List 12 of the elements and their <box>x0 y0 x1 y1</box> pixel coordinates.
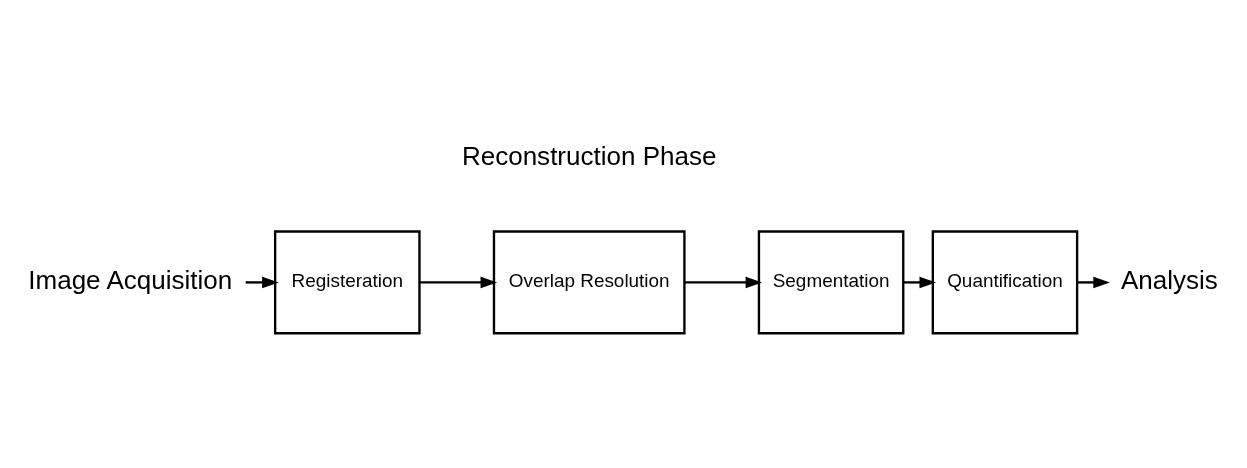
node-box: Segmentation <box>757 229 905 334</box>
arrow <box>419 276 498 288</box>
node-box: Registeration <box>273 229 421 334</box>
arrow <box>903 276 937 288</box>
node-text: Analysis <box>1120 264 1218 295</box>
arrow <box>684 276 763 288</box>
arrow <box>1077 276 1110 288</box>
node-box: Quantification <box>931 229 1079 334</box>
node-box: Overlap Resolution <box>492 229 686 334</box>
label: Reconstruction Phase <box>461 140 717 171</box>
arrow <box>245 276 279 288</box>
node-text: Image Acquisition <box>28 264 233 295</box>
